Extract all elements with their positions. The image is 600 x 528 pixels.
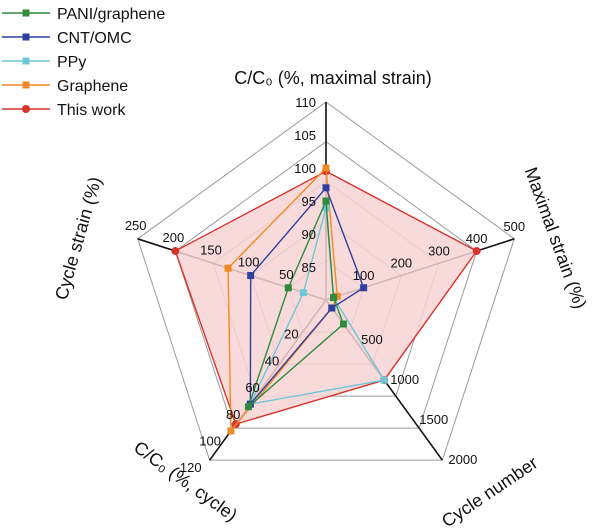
tick-label: 85 <box>302 260 316 275</box>
tick-label: 150 <box>200 242 222 257</box>
radar-series <box>171 164 481 435</box>
tick-label: 60 <box>245 380 259 395</box>
tick-label: 105 <box>294 128 316 143</box>
legend-marker-cnt-omc <box>22 33 30 41</box>
legend-label-this-work: This work <box>57 102 126 119</box>
series-cnt-omc-point <box>247 272 255 280</box>
tick-label: 80 <box>226 407 240 422</box>
legend-marker-pani-graphene <box>22 9 30 17</box>
tick-label: 100 <box>353 268 375 283</box>
series-pani-graphene-point <box>330 294 338 302</box>
series-pani-graphene-point <box>322 197 330 205</box>
series-cnt-omc-point <box>322 184 330 192</box>
axis-title-cc0-maximal-strain: C/C₀ (%, maximal strain) <box>234 68 432 88</box>
series-graphene-point <box>322 164 330 172</box>
tick-label: 100 <box>294 161 316 176</box>
tick-label: 500 <box>503 219 525 234</box>
series-ppy-point <box>299 289 307 297</box>
tick-label: 110 <box>295 95 316 110</box>
tick-label: 40 <box>265 353 279 368</box>
tick-label: 200 <box>390 256 412 271</box>
series-graphene-point <box>333 292 341 300</box>
tick-label: 100 <box>199 433 221 448</box>
radar-tick-labels: 85 90 95 100 105 110 100 200 300 400 500 500 1000 150… <box>125 95 525 475</box>
tick-label: 50 <box>279 267 293 282</box>
series-cnt-omc-point <box>360 284 368 292</box>
legend-marker-this-work <box>22 105 30 113</box>
tick-label: 95 <box>302 194 316 209</box>
series-cnt-omc-line <box>249 186 365 407</box>
series-pani-graphene-line <box>246 200 345 410</box>
tick-label: 120 <box>180 460 202 475</box>
axis-title-maximal-strain: Maximal strain (%) <box>521 165 591 312</box>
grid-ring <box>137 101 515 461</box>
legend-label-graphene: Graphene <box>57 78 128 95</box>
series-pani-graphene-point <box>284 284 292 292</box>
tick-label: 1500 <box>419 412 448 427</box>
tick-label: 300 <box>428 243 450 258</box>
axis-title-cc0-cycle: C/C₀ (%, cycle) <box>130 437 241 525</box>
tick-label: 2000 <box>448 452 477 467</box>
legend-marker-graphene <box>22 81 30 89</box>
series-graphene-point <box>224 264 232 272</box>
tick-label: 100 <box>238 255 260 270</box>
series-this-work-point <box>171 247 180 256</box>
legend-label-pani-graphene: PANI/graphene <box>57 6 165 23</box>
legend-label-ppy: PPy <box>57 54 86 71</box>
tick-label: 90 <box>302 227 316 242</box>
series-pani-graphene-point <box>339 320 347 328</box>
tick-label: 200 <box>163 230 185 245</box>
legend-label-cnt-omc: CNT/OMC <box>57 30 132 47</box>
series-ppy-point <box>380 376 388 384</box>
grid-ring <box>174 140 478 429</box>
series-this-work-point <box>472 247 481 256</box>
series-cnt-omc-point <box>328 304 336 312</box>
series-pani-graphene-point <box>244 403 252 411</box>
axis-title-cycle-strain: Cycle strain (%) <box>51 175 105 303</box>
tick-label: 500 <box>361 332 383 347</box>
tick-label: 250 <box>125 218 147 233</box>
tick-label: 400 <box>466 231 488 246</box>
series-graphene-line <box>227 166 339 433</box>
tick-label: 1000 <box>390 372 419 387</box>
legend-marker-ppy <box>22 57 30 65</box>
series-graphene-point <box>227 427 235 435</box>
tick-label: 20 <box>284 327 298 342</box>
